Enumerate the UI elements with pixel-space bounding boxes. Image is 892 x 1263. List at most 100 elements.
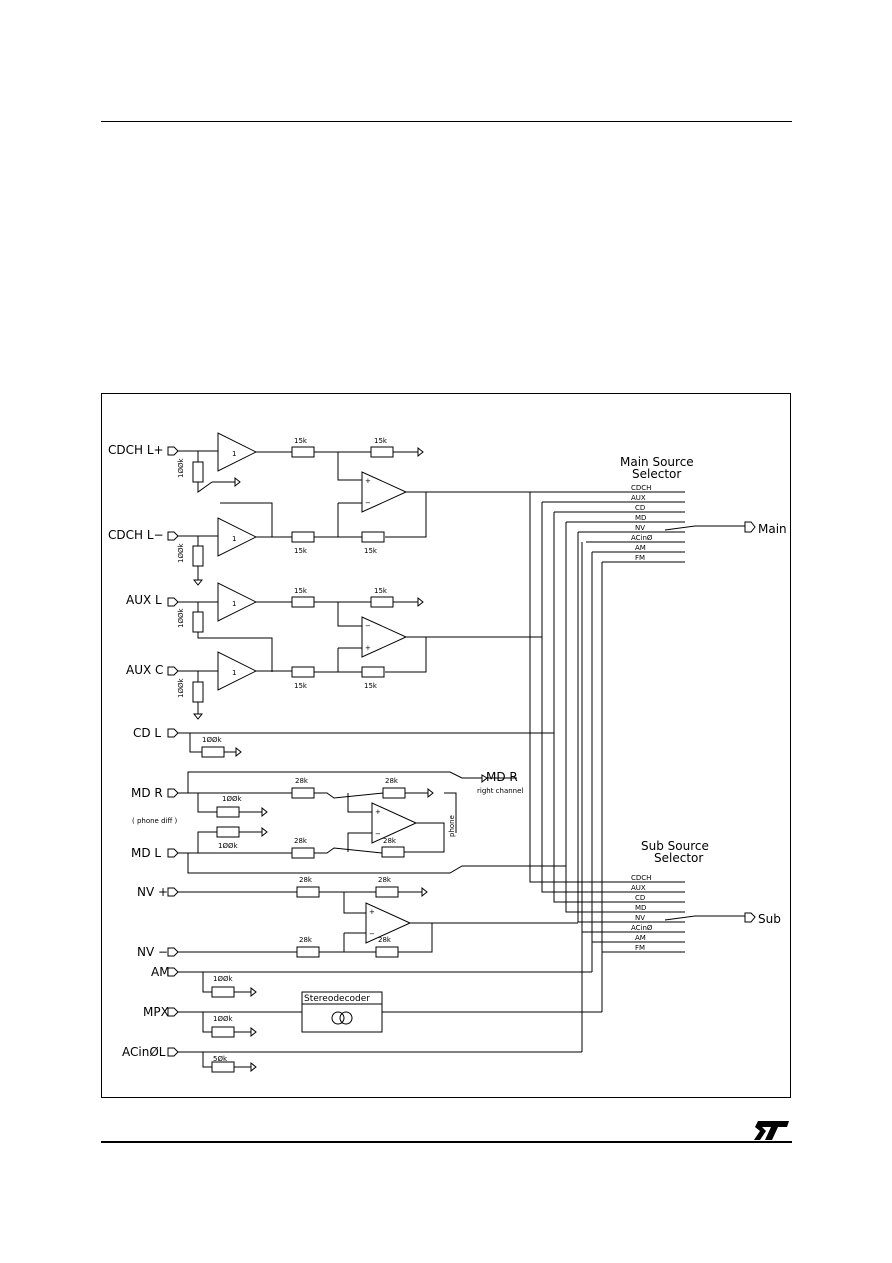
buffer-amp — [217, 432, 258, 472]
selector-line-label-cd: CD — [635, 504, 645, 512]
resistor — [291, 847, 315, 859]
svg-text:1ØØk: 1ØØk — [222, 795, 242, 803]
svg-text:15k: 15k — [294, 437, 308, 445]
svg-text:1ØØk: 1ØØk — [177, 608, 185, 628]
input-port-icon — [167, 597, 179, 607]
main-selector-subtitle: Selector — [632, 467, 681, 481]
svg-text:−: − — [369, 930, 375, 938]
buffer-amp — [217, 651, 258, 691]
md-r-output-label: MD R — [486, 770, 518, 784]
svg-text:1ØØk: 1ØØk — [177, 678, 185, 698]
selector-line-label-nv: NV — [635, 914, 645, 922]
main-output-label: Main — [758, 522, 787, 536]
resistor — [291, 666, 315, 678]
selector-line-label-acin: ACinØ — [631, 924, 653, 932]
svg-text:28k: 28k — [294, 837, 308, 845]
selector-line-label-nv: NV — [635, 524, 645, 532]
svg-text:right channel: right channel — [477, 787, 523, 795]
am-section: AM 1ØØk — [151, 965, 592, 998]
svg-text:phone: phone — [448, 815, 456, 837]
input-port-icon — [167, 887, 179, 897]
svg-text:+: + — [375, 808, 381, 816]
svg-text:15k: 15k — [374, 437, 388, 445]
input-port-icon — [167, 788, 179, 798]
selector-line-label-acin: ACinØ — [631, 534, 653, 542]
mpx-section: MPX 1ØØk Stereodecoder — [143, 991, 602, 1038]
input-port-icon — [167, 967, 179, 977]
resistor — [216, 826, 240, 838]
nv-minus-section: NV − 28k 28k — [137, 936, 399, 959]
selector-line-label-aux: AUX — [631, 884, 646, 892]
selector-line-label-fm: FM — [635, 944, 645, 952]
selector-line-label-fm: FM — [635, 554, 645, 562]
header-rule — [101, 121, 792, 122]
selector-line-label-md: MD — [635, 904, 646, 912]
svg-text:15k: 15k — [364, 682, 378, 690]
svg-text:15k: 15k — [374, 587, 388, 595]
resistor — [201, 746, 225, 758]
svg-text:1ØØk: 1ØØk — [218, 842, 238, 850]
resistor — [291, 446, 315, 458]
input-port-icon — [167, 1047, 179, 1057]
resistor — [211, 1061, 235, 1073]
input-port-icon — [167, 848, 179, 858]
resistor — [211, 986, 235, 998]
resistor — [192, 681, 204, 703]
main-source-selector: Main Source Selector CDCHAUXCDMDNVACinØA… — [618, 455, 787, 563]
svg-text:15k: 15k — [294, 547, 308, 555]
svg-text:+: + — [369, 908, 375, 916]
selector-line-label-am: AM — [635, 934, 646, 942]
svg-text:15k: 15k — [294, 587, 308, 595]
input-label-nv-minus: NV − — [137, 945, 168, 959]
resistor — [370, 596, 394, 608]
buffer-amp — [217, 517, 258, 557]
diff-amp-cdch: +− — [338, 471, 685, 538]
svg-text:28k: 28k — [295, 777, 309, 785]
selector-line-label-aux: AUX — [631, 494, 646, 502]
resistor — [192, 545, 204, 567]
diff-amp-aux: −+ — [337, 616, 542, 673]
svg-text:28k: 28k — [378, 876, 392, 884]
svg-text:1ØØk: 1ØØk — [213, 975, 233, 983]
svg-text:5Øk: 5Øk — [213, 1055, 228, 1063]
resistor — [361, 666, 385, 678]
buffer-amp — [217, 582, 258, 622]
selector-line-label-cdch: CDCH — [631, 484, 651, 492]
input-label-cd-l: CD L — [133, 726, 161, 740]
resistor — [381, 846, 405, 858]
svg-text:28k: 28k — [299, 876, 313, 884]
resistor — [375, 886, 399, 898]
input-label-am: AM — [151, 965, 170, 979]
input-port-icon — [167, 531, 179, 541]
svg-text:15k: 15k — [294, 682, 308, 690]
svg-text:15k: 15k — [364, 547, 378, 555]
svg-text:1ØØk: 1ØØk — [213, 1015, 233, 1023]
input-port-icon — [167, 947, 179, 957]
resistor — [361, 531, 385, 543]
input-label-cdch-lminus: CDCH L− — [108, 528, 164, 542]
main-selector-title: Main Source — [620, 455, 694, 469]
footer-rule — [101, 1141, 792, 1143]
svg-text:−: − — [365, 499, 371, 507]
cdch-lplus-section: CDCH L+ 1ØØk 1 15k 15k — [108, 432, 424, 493]
input-label-aux-c: AUX C — [126, 663, 163, 677]
svg-text:1: 1 — [232, 600, 236, 608]
aux-c-section: AUX C 1ØØk 1 15k 15k — [126, 651, 385, 720]
sub-output-port-icon — [744, 912, 756, 923]
resistor — [216, 806, 240, 818]
cdch-lminus-section: CDCH L− 1ØØk 1 15k 15k — [108, 502, 385, 586]
input-port-icon — [167, 728, 179, 738]
input-port-icon — [167, 666, 179, 676]
resistor — [192, 611, 204, 633]
resistor — [296, 946, 320, 958]
md-r-section: MD R MD R right channel 1ØØk 28k 28k — [131, 770, 523, 818]
phone-diff-note: ( phone diff ) — [132, 817, 178, 825]
selector-line-label-cdch: CDCH — [631, 874, 651, 882]
diff-amp-nv: +− — [343, 902, 578, 953]
md-l-section: MD L 1ØØk 28k 28k — [131, 826, 566, 874]
resistor — [291, 787, 315, 799]
svg-text:1ØØk: 1ØØk — [177, 543, 185, 563]
svg-text:−: − — [365, 622, 371, 630]
aux-l-section: AUX L 1ØØk 1 15k 15k — [126, 582, 424, 672]
